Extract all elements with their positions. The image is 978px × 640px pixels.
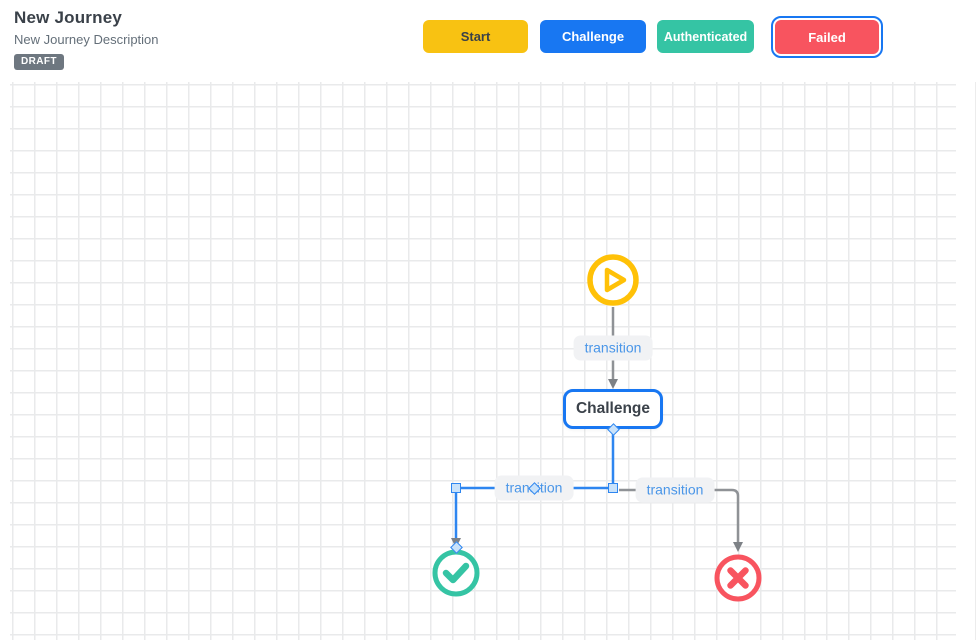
journey-description: New Journey Description bbox=[14, 32, 159, 47]
transition-label-challenge-failed[interactable]: transition bbox=[635, 477, 715, 503]
authenticated-state-button[interactable]: Authenticated bbox=[657, 20, 754, 53]
edge-corner-handle[interactable] bbox=[451, 483, 461, 493]
failed-state-button-selected[interactable]: Failed bbox=[770, 15, 884, 59]
check-icon bbox=[432, 549, 480, 597]
challenge-node-label: Challenge bbox=[575, 400, 651, 417]
page-title: New Journey bbox=[14, 8, 123, 27]
failed-node[interactable] bbox=[714, 554, 762, 602]
flow-canvas[interactable]: transition transition transition Challen… bbox=[10, 82, 956, 640]
canvas-right-border bbox=[975, 82, 976, 640]
x-icon bbox=[714, 554, 762, 602]
edge-corner-handle[interactable] bbox=[608, 483, 618, 493]
arrowhead-into-challenge bbox=[608, 379, 618, 389]
journey-header: New Journey New Journey Description DRAF… bbox=[14, 8, 159, 70]
start-state-button[interactable]: Start bbox=[423, 20, 528, 53]
challenge-state-button[interactable]: Challenge bbox=[540, 20, 646, 53]
authenticated-node[interactable] bbox=[432, 549, 480, 597]
start-node[interactable] bbox=[587, 254, 639, 306]
challenge-node[interactable]: Challenge bbox=[563, 389, 663, 429]
arrowhead-into-failed bbox=[733, 542, 743, 552]
edge-challenge-failed[interactable] bbox=[619, 488, 740, 543]
status-badge: DRAFT bbox=[14, 54, 64, 70]
play-icon bbox=[587, 254, 639, 306]
transition-label-start-challenge[interactable]: transition bbox=[573, 335, 653, 361]
flow-edges bbox=[451, 307, 743, 552]
